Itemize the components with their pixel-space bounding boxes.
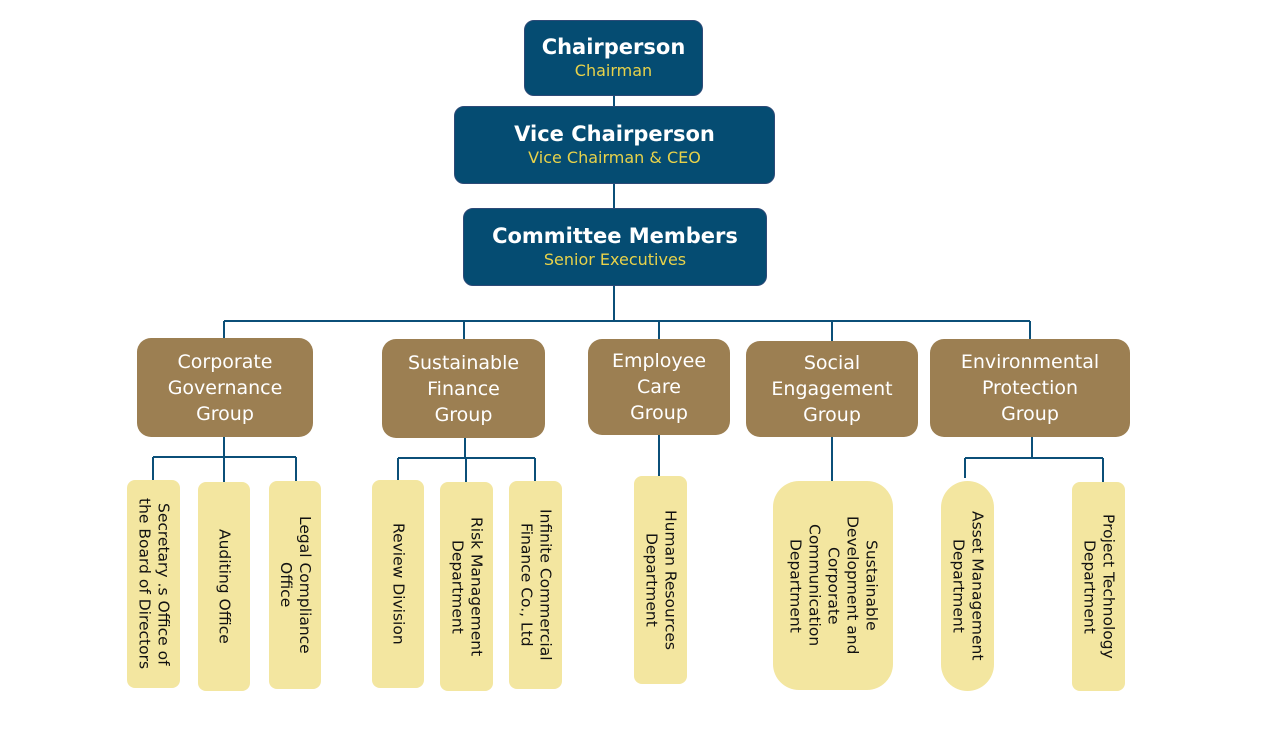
dept-infinite-commercial-finance: Infinite Commercial Finance Co., Ltd	[509, 481, 562, 689]
chairperson-box: Chairperson Chairman	[524, 20, 703, 96]
group-label-line: Employee	[611, 350, 707, 372]
dept-label: Risk Management Department	[448, 516, 486, 657]
dept-label: Legal Compliance Office	[277, 516, 314, 654]
dept-secretary-office: Secretary .s Office of the Board of Dire…	[127, 480, 180, 688]
group-label-line: Corporate	[177, 350, 273, 373]
dept-project-technology: Project Technology Department	[1072, 482, 1125, 691]
group-label-line: Governance	[167, 376, 283, 399]
dept-legal-compliance-office: Legal Compliance Office	[269, 481, 321, 689]
group-social-engagement: Social Engagement Group	[746, 341, 918, 437]
vice-chairperson-box: Vice Chairperson Vice Chairman & CEO	[454, 106, 775, 184]
group-label-line: Group	[434, 403, 493, 426]
vice-chairperson-title: Vice Chairperson	[514, 122, 715, 146]
dept-label: Auditing Office	[215, 529, 234, 644]
dept-label: Secretary .s Office of the Board of Dire…	[135, 498, 173, 670]
dept-label: Review Division	[389, 523, 408, 645]
dept-human-resources: Human Resources Department	[634, 476, 687, 684]
group-corporate-governance: Corporate Governance Group	[137, 338, 313, 437]
dept-asset-management: Asset Management Department	[941, 481, 994, 691]
dept-label: Infinite Commercial Finance Co., Ltd	[517, 509, 555, 661]
group-label-line: Engagement	[771, 378, 893, 400]
group-label-line: Social	[803, 352, 861, 374]
dept-auditing-office: Auditing Office	[198, 482, 250, 691]
group-label-line: Group	[630, 402, 688, 424]
dept-label: Sustainable Development and Corporate Co…	[786, 516, 881, 655]
committee-members-title: Committee Members	[492, 224, 738, 248]
dept-sustainable-development-communication: Sustainable Development and Corporate Co…	[773, 481, 893, 690]
chairperson-subtitle: Chairman	[574, 61, 653, 80]
dept-review-division: Review Division	[372, 480, 424, 688]
group-label-line: Finance	[427, 377, 500, 400]
dept-risk-management: Risk Management Department	[440, 482, 493, 691]
group-label-line: Care	[637, 376, 681, 398]
committee-members-subtitle: Senior Executives	[543, 250, 687, 269]
dept-label: Project Technology Department	[1080, 514, 1118, 659]
dept-label: Human Resources Department	[642, 510, 680, 650]
group-label-line: Sustainable	[407, 351, 520, 374]
dept-label: Asset Management Department	[949, 511, 987, 661]
group-label-line: Group	[1001, 403, 1059, 425]
group-label-line: Environmental	[960, 351, 1100, 373]
vice-chairperson-subtitle: Vice Chairman & CEO	[528, 148, 701, 167]
committee-members-box: Committee Members Senior Executives	[463, 208, 767, 286]
group-label-line: Group	[803, 404, 861, 426]
group-sustainable-finance: Sustainable Finance Group	[382, 339, 545, 438]
group-label-line: Group	[196, 402, 254, 425]
chairperson-title: Chairperson	[541, 35, 686, 59]
group-environmental-protection: Environmental Protection Group	[930, 339, 1130, 437]
group-label-line: Protection	[981, 377, 1079, 399]
group-employee-care: Employee Care Group	[588, 339, 730, 435]
